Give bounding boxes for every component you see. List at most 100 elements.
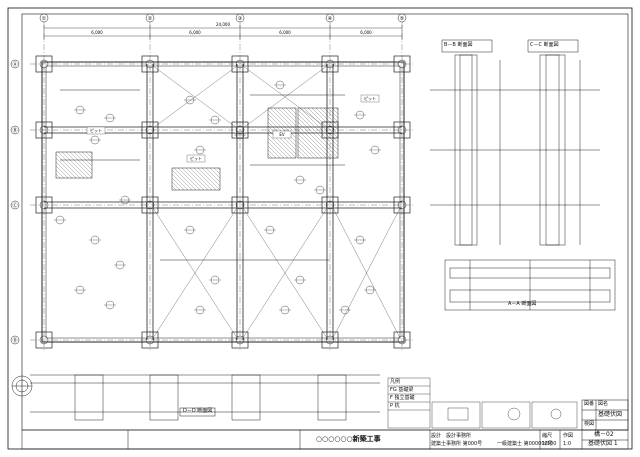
column-footing bbox=[393, 121, 411, 139]
project-name: ○○○○○○新築工事 bbox=[316, 435, 381, 443]
hatch-line bbox=[267, 133, 293, 159]
hatch-line bbox=[297, 153, 303, 159]
top-dimension-line bbox=[43, 25, 403, 40]
check-label: 検図 bbox=[584, 421, 595, 427]
pile bbox=[325, 335, 335, 345]
hatch-line bbox=[335, 107, 339, 111]
pile bbox=[39, 125, 49, 135]
hatch-line bbox=[209, 167, 221, 179]
column-footing bbox=[35, 55, 53, 73]
legend-item-1: FG 基礎梁 bbox=[390, 387, 414, 393]
column-footing bbox=[393, 331, 411, 349]
hatch-line bbox=[55, 161, 73, 179]
column-footing bbox=[393, 196, 411, 214]
hatch-line bbox=[267, 153, 273, 159]
column-footing bbox=[141, 55, 159, 73]
grid-y-label: Ⓓ bbox=[12, 337, 17, 344]
drawing-title: 基礎伏図 bbox=[598, 411, 623, 418]
hatch-line bbox=[303, 107, 339, 143]
mid-section-label: A－A 断面図 bbox=[508, 301, 537, 307]
column-footing bbox=[321, 196, 339, 214]
hatch-line bbox=[293, 107, 297, 111]
hatch-line bbox=[171, 169, 193, 191]
hatch-line bbox=[69, 151, 93, 175]
hatch-line bbox=[297, 145, 311, 159]
grid-y-label: Ⓒ bbox=[12, 202, 17, 209]
hatch-line bbox=[213, 167, 221, 175]
drawing-title-no: 基礎伏図 1 bbox=[588, 440, 618, 447]
hatch-line bbox=[319, 107, 339, 127]
legend-item-2: F 独立基礎 bbox=[390, 395, 415, 401]
hatch-line bbox=[171, 177, 185, 191]
room-tag bbox=[86, 126, 106, 135]
vertical-section-detail bbox=[430, 39, 600, 246]
grid-x-label: ④ bbox=[328, 16, 333, 22]
pile bbox=[145, 125, 155, 135]
hatch-line bbox=[89, 151, 93, 155]
grid-bubble bbox=[39, 13, 49, 23]
grid-bubble bbox=[325, 13, 335, 23]
room-label: ピット bbox=[364, 96, 376, 101]
column-footing bbox=[231, 196, 249, 214]
bottom-section-label: D－D 断面図 bbox=[183, 408, 213, 414]
column-footing bbox=[35, 196, 53, 214]
hatch-line bbox=[297, 141, 315, 159]
hatch-line bbox=[297, 109, 339, 151]
hatch-line bbox=[331, 107, 339, 115]
pile bbox=[235, 125, 245, 135]
beam-section-detail bbox=[444, 259, 616, 311]
column-footing bbox=[231, 331, 249, 349]
title-label: 図名 bbox=[598, 401, 609, 407]
hatch-line bbox=[197, 167, 221, 191]
hatch-line bbox=[327, 107, 339, 119]
hatch-line bbox=[55, 157, 77, 179]
hatch-line bbox=[181, 167, 205, 191]
pile bbox=[39, 59, 49, 69]
hatch-line bbox=[77, 151, 93, 167]
column-footing bbox=[141, 121, 159, 139]
column-footing bbox=[231, 55, 249, 73]
grid-bubble bbox=[145, 13, 155, 23]
pile bbox=[39, 335, 49, 345]
room-tag bbox=[360, 94, 380, 103]
hatch-line bbox=[81, 151, 93, 163]
grid-bubble bbox=[397, 13, 407, 23]
column-footing bbox=[35, 331, 53, 349]
pile bbox=[397, 59, 407, 69]
hatch-line bbox=[297, 129, 327, 159]
legend-title: 凡例 bbox=[390, 379, 401, 385]
column-footing bbox=[321, 331, 339, 349]
hatch-line bbox=[267, 141, 285, 159]
grid-y-label: Ⓑ bbox=[12, 127, 17, 134]
span-dimension: 6,000 bbox=[360, 30, 372, 35]
panel-diagonal bbox=[332, 207, 401, 339]
hatch-line bbox=[289, 107, 297, 115]
hatch-line bbox=[299, 107, 339, 147]
hatch-line bbox=[269, 107, 297, 135]
room-tag bbox=[186, 154, 206, 163]
hatch-line bbox=[55, 153, 81, 179]
hatch-line bbox=[171, 173, 189, 191]
hatch-line bbox=[61, 151, 89, 179]
hatch-line bbox=[285, 107, 297, 119]
span-dimension: 6,000 bbox=[91, 30, 103, 35]
number-label: 図番 bbox=[584, 401, 595, 407]
hatch-line bbox=[55, 165, 69, 179]
hatch-line bbox=[65, 151, 93, 179]
span-dimension: 6,000 bbox=[189, 30, 201, 35]
hatch-line bbox=[267, 109, 297, 139]
grid-x-label: ② bbox=[148, 16, 153, 22]
room-label: EV bbox=[279, 132, 285, 137]
hatch-line bbox=[277, 107, 297, 127]
scale-note: 1:0 bbox=[563, 441, 572, 447]
hatch-line bbox=[297, 137, 319, 159]
grid-bubble bbox=[10, 200, 20, 210]
hatch-line bbox=[267, 137, 289, 159]
design-label: 設計 bbox=[431, 433, 442, 439]
column-footing bbox=[141, 196, 159, 214]
column-footing bbox=[393, 55, 411, 73]
room-label: ピット bbox=[90, 128, 102, 133]
hatch-line bbox=[171, 181, 181, 191]
hatch-line bbox=[273, 107, 297, 131]
hatch-line bbox=[201, 167, 221, 187]
